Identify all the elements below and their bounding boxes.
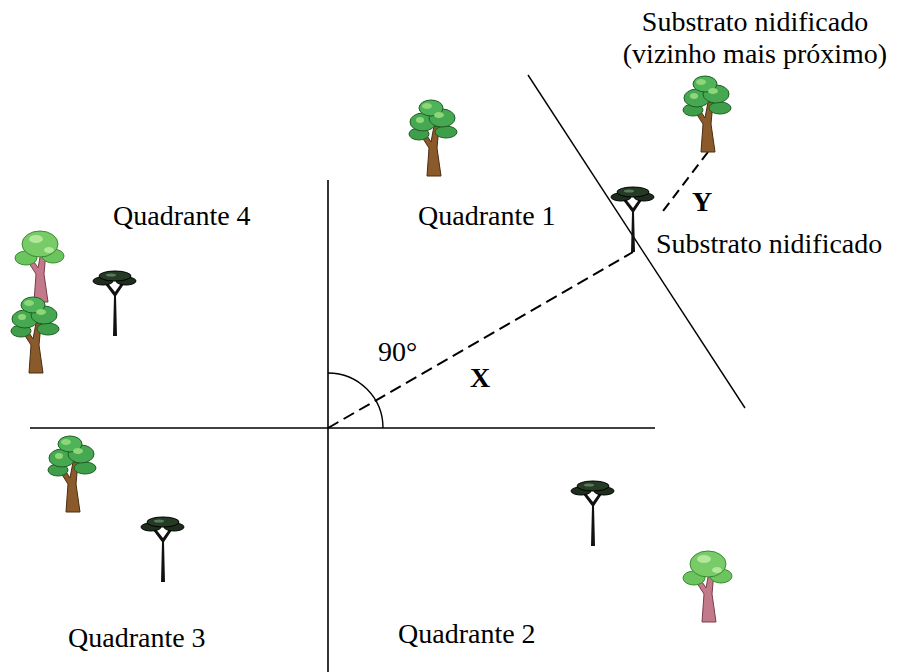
distance-label: Y: [692, 186, 712, 218]
quadrant-label: Quadrante 2: [398, 618, 536, 650]
distance-x-line: [328, 252, 633, 428]
nest-label: Substrato nidificado: [656, 228, 882, 260]
quadrant-label: Quadrante 1: [418, 200, 556, 232]
nest-tree: [611, 187, 654, 252]
dark-tree: [571, 481, 614, 546]
green-tree: [48, 436, 96, 512]
angle-label: 90°: [378, 336, 417, 368]
neighbour-tree: [683, 76, 731, 152]
horizontal-axis: [30, 427, 655, 429]
pink-tree: [683, 551, 732, 622]
distance-label: X: [470, 362, 490, 394]
quadrant-label: Quadrante 3: [68, 622, 206, 654]
green-tree: [11, 297, 59, 373]
vertical-axis: [327, 180, 329, 672]
nest-label: Substrato nidificado (vizinho mais próxi…: [600, 6, 910, 70]
pink-tree: [15, 231, 64, 302]
green-tree: [409, 100, 457, 176]
dark-tree: [93, 271, 136, 336]
quadrant-label: Quadrante 4: [113, 200, 251, 232]
dark-tree: [141, 517, 184, 582]
